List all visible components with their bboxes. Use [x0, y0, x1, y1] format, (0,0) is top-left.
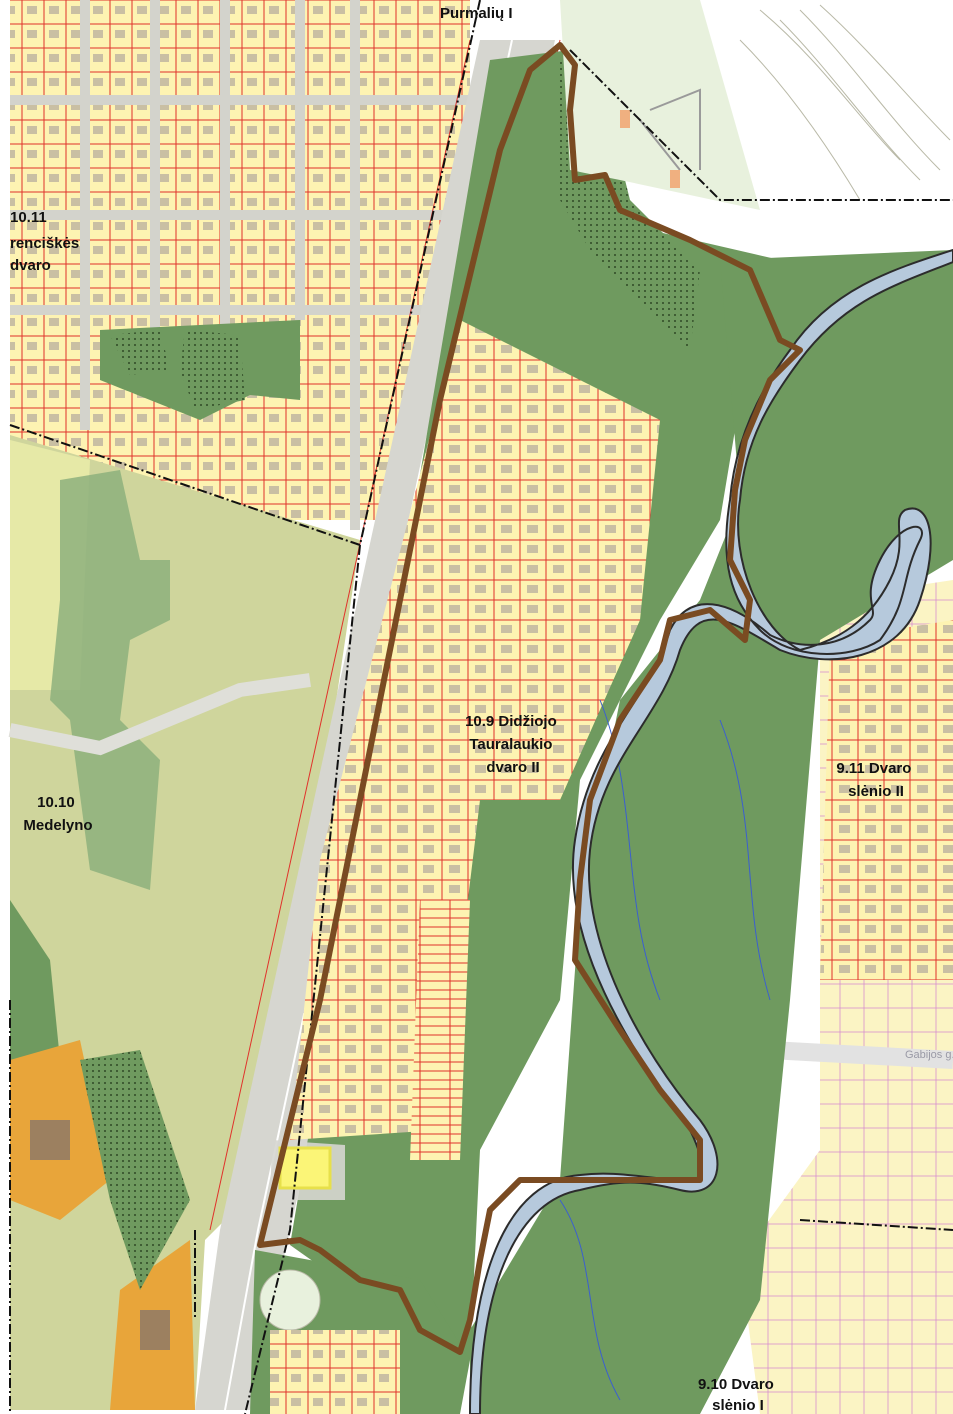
zone-label-10-11[interactable]: 10.11 renciškės dvaro — [10, 209, 83, 274]
river-valley-forest — [470, 250, 953, 1414]
zone-label-10-10[interactable]: 10.10 Medelyno — [23, 794, 92, 834]
planning-boundary — [257, 42, 803, 1355]
zone-boundaries — [9, 0, 953, 1414]
zone-label-10-9[interactable]: 10.9 Didžiojo Tauralaukio dvaro II — [465, 713, 561, 776]
street-label: Gabijos g. — [905, 1049, 953, 1061]
zone-10-10-area — [8, 435, 360, 1410]
zone-label-top[interactable]: Purmalių I — [440, 5, 513, 22]
ne-open-area — [560, 0, 953, 300]
river — [468, 248, 953, 1414]
residential-area-nw — [10, 0, 470, 530]
south-clearing — [259, 1269, 321, 1331]
zone-label-9-11[interactable]: 9.11 Dvaro slėnio II — [836, 760, 915, 800]
dotted-forest-nw — [110, 330, 245, 410]
south-residential — [270, 1330, 400, 1414]
zone-label-9-10[interactable]: 9.10 Dvaro slėnio I — [698, 1376, 778, 1414]
east-bank-area: Gabijos g. — [740, 580, 953, 1414]
